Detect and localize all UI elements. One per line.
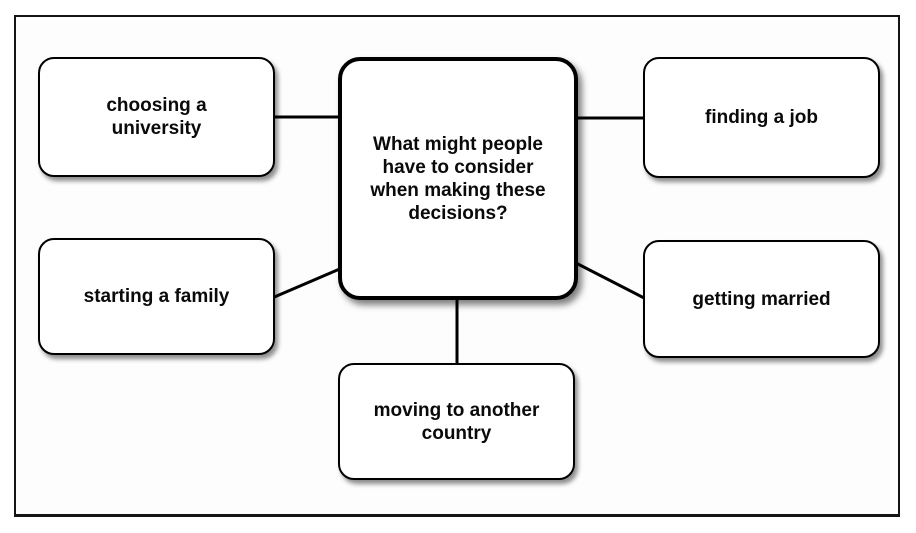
center-question-label: What might people have to consider when … [370,133,546,224]
node-label: getting married [692,288,831,310]
connector-starting-a-family [271,266,343,300]
node-choosing-a-university: choosing a university [38,57,275,177]
connector-getting-married [573,260,647,301]
node-starting-a-family: starting a family [38,238,275,355]
node-label: choosing a university [106,95,207,139]
node-label: starting a family [83,286,230,307]
node-label: moving to another country [373,399,540,444]
node-moving-to-another-country: moving to another country [338,363,575,480]
node-finding-a-job: finding a job [643,57,880,178]
center-question-box: What might people have to consider when … [338,57,578,300]
node-getting-married: getting married [643,240,880,358]
node-label: finding a job [705,107,818,128]
